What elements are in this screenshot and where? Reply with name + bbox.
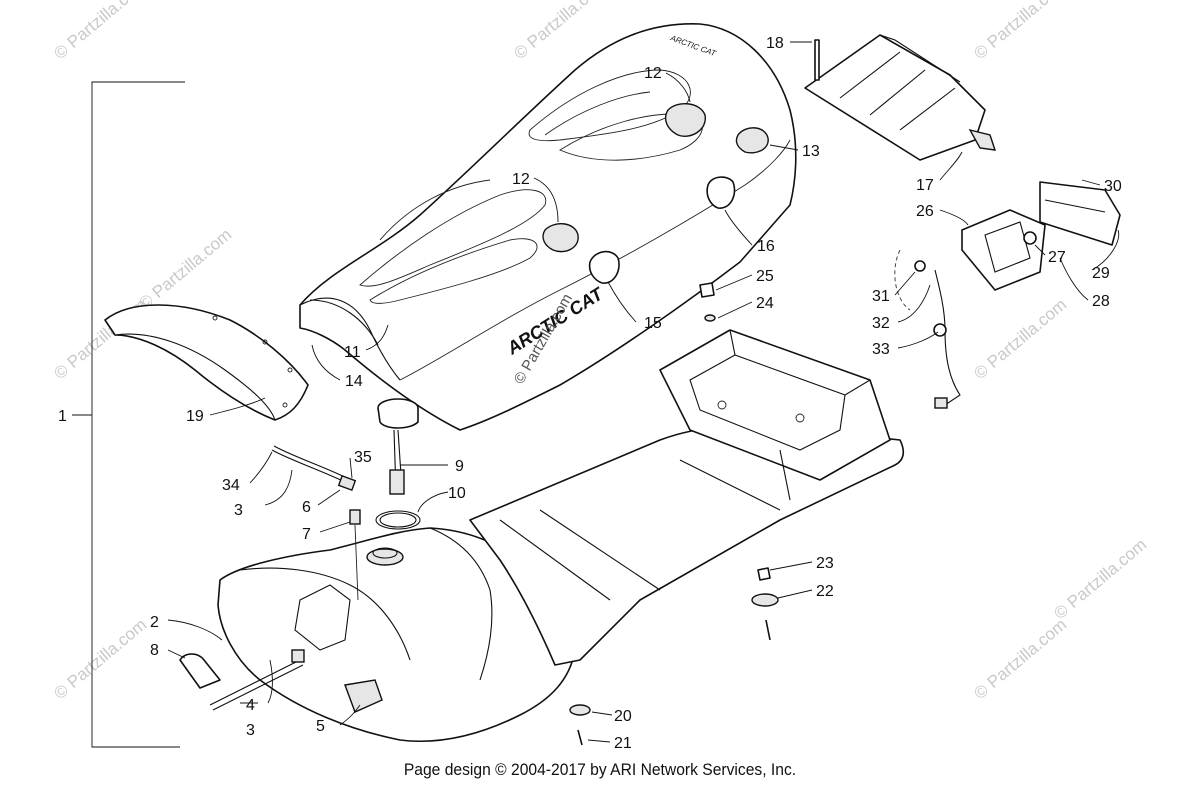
callout-23: 23 [816, 555, 834, 572]
assembly-bracket [91, 81, 185, 748]
watermark: © Partzilla.com [50, 615, 150, 703]
callout-3: 3 [234, 502, 243, 519]
callout-7: 7 [302, 526, 311, 543]
callout-35: 35 [354, 449, 372, 466]
fuel-tank [217, 527, 576, 743]
seat-knobs [542, 103, 769, 284]
callout-27: 27 [1048, 249, 1066, 266]
watermark: © Partzilla.com [970, 615, 1070, 703]
watermark: © Partzilla.com [135, 225, 235, 313]
callout-labels: 1 2 3 3 4 5 6 7 8 9 10 11 12 12 13 14 15… [58, 35, 1122, 752]
floor-panel [469, 329, 905, 666]
callout-28: 28 [1092, 293, 1110, 310]
callout-5: 5 [316, 718, 325, 735]
callout-9: 9 [455, 458, 464, 475]
callout-3: 3 [246, 722, 255, 739]
callout-13: 13 [802, 143, 820, 160]
callout-8: 8 [150, 642, 159, 659]
callout-2: 2 [150, 614, 159, 631]
callout-29: 29 [1092, 265, 1110, 282]
callout-26: 26 [916, 203, 934, 220]
callout-18: 18 [766, 35, 784, 52]
callout-1: 1 [58, 408, 67, 425]
callout-14: 14 [345, 373, 363, 390]
callout-24: 24 [756, 295, 774, 312]
drain-hose [179, 649, 383, 713]
callout-11: 11 [344, 344, 361, 361]
hardware [569, 39, 947, 746]
footer-copyright: Page design © 2004-2017 by ARI Network S… [403, 760, 797, 779]
rear-bracket [804, 34, 997, 161]
watermark: © Partzilla.com [970, 295, 1070, 383]
watermark: © Partzilla.com [970, 0, 1070, 63]
callout-17: 17 [916, 177, 934, 194]
fuel-cap [375, 398, 421, 530]
callout-6: 6 [302, 499, 311, 516]
callout-19: 19 [186, 408, 204, 425]
callout-leaders [167, 41, 1120, 743]
callout-34: 34 [222, 477, 240, 494]
fender [104, 304, 309, 421]
callout-25: 25 [756, 268, 774, 285]
callout-31: 31 [872, 288, 890, 305]
callout-4: 4 [246, 697, 255, 714]
callout-21: 21 [614, 735, 632, 752]
callout-15: 15 [644, 315, 662, 332]
watermark: © Partzilla.com [50, 0, 150, 63]
callout-12: 12 [512, 171, 530, 188]
callout-16: 16 [757, 238, 775, 255]
vent-hose [271, 445, 361, 601]
callout-30: 30 [1104, 178, 1122, 195]
callout-32: 32 [872, 315, 890, 332]
callout-22: 22 [816, 583, 834, 600]
callout-12: 12 [644, 65, 662, 82]
callout-20: 20 [614, 708, 632, 725]
callout-33: 33 [872, 341, 890, 358]
taillight [894, 181, 1121, 409]
watermark: © Partzilla.com [1050, 535, 1150, 623]
callout-10: 10 [448, 485, 466, 502]
